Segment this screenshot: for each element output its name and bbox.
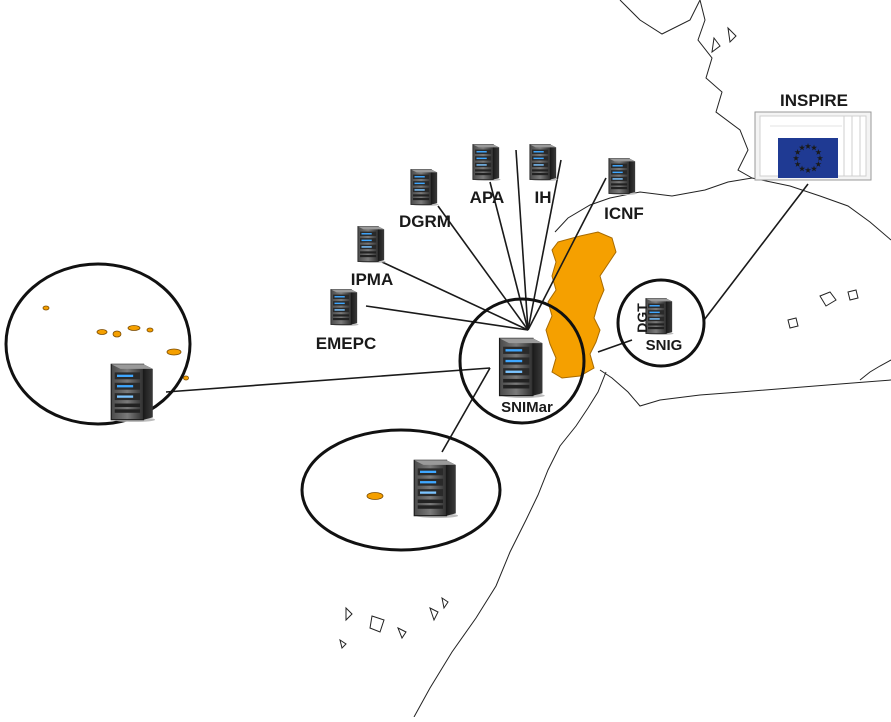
server-icon	[498, 337, 545, 398]
madeira-island	[366, 492, 384, 500]
eu-star: ★	[793, 155, 800, 163]
eu-star: ★	[815, 161, 822, 169]
server-icon	[608, 158, 638, 195]
madeira-region	[300, 428, 502, 552]
agency-label-icnf: ICNF	[604, 204, 644, 223]
eu-star: ★	[811, 144, 818, 152]
eu-star: ★	[794, 149, 801, 157]
madeira-boundary	[300, 428, 502, 552]
eu-star: ★	[815, 149, 822, 157]
eu-star: ★	[811, 165, 818, 173]
server-icon	[472, 144, 502, 181]
server-icon	[357, 226, 387, 263]
snimar-label: SNIMar	[501, 399, 553, 416]
server-icon	[645, 298, 674, 335]
agency-label-ih: IH	[535, 188, 552, 207]
agency-label-dgrm: DGRM	[399, 212, 451, 231]
snig-boundary	[616, 278, 706, 368]
inspire-node: INSPIRE ★★★★★★★★★★★★	[754, 91, 872, 181]
snig-node: DGT SNIG	[616, 278, 706, 368]
agency-dgrm: DGRM	[399, 169, 451, 231]
agency-label-emepc: EMEPC	[316, 334, 376, 353]
server-icon	[330, 289, 360, 326]
server-icon	[110, 363, 156, 422]
eu-star: ★	[805, 167, 812, 175]
agency-ipma: IPMA	[351, 226, 394, 289]
snig-label: SNIG	[646, 337, 683, 354]
azores-region	[4, 262, 192, 426]
coastline-map	[339, 0, 891, 718]
eu-star: ★	[805, 143, 812, 151]
snimar-boundary	[458, 297, 586, 425]
server-icon	[413, 459, 459, 518]
dgt-label: DGT	[634, 303, 650, 333]
server-icon	[529, 144, 559, 181]
agency-apa: APA	[470, 144, 505, 207]
agency-label-apa: APA	[470, 188, 505, 207]
inspire-label: INSPIRE	[780, 91, 848, 110]
portugal-mainland	[545, 231, 617, 379]
agency-label-ipma: IPMA	[351, 270, 394, 289]
eu-star: ★	[817, 155, 824, 163]
eu-star: ★	[799, 144, 806, 152]
agency-emepc: EMEPC	[316, 289, 376, 353]
agency-icnf: ICNF	[604, 158, 644, 223]
server-icon	[410, 169, 440, 206]
snimar-hub: SNIMar	[458, 297, 586, 425]
eu-star: ★	[794, 161, 801, 169]
eu-star: ★	[799, 165, 806, 173]
agency-ih: IH	[529, 144, 559, 207]
azores-islands	[42, 305, 189, 381]
eu-flag-icon: ★★★★★★★★★★★★	[778, 138, 838, 178]
azores-boundary	[4, 262, 192, 426]
